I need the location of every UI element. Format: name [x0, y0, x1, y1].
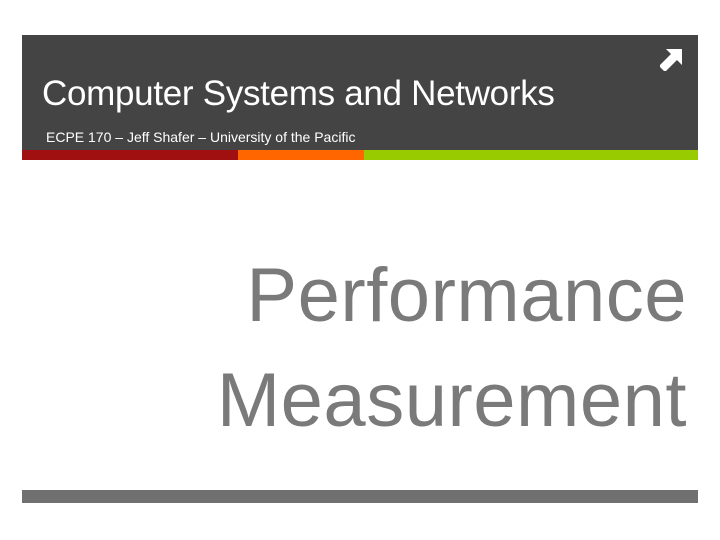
course-subtitle: ECPE 170 – Jeff Shafer – University of t…	[46, 129, 356, 145]
accent-bar	[22, 150, 698, 160]
bottom-bar	[22, 490, 698, 503]
arrow-up-right-icon	[660, 49, 682, 71]
course-title: Computer Systems and Networks	[42, 74, 555, 113]
accent-segment-orange	[238, 150, 364, 160]
slide-title-line-1: Performance	[246, 253, 687, 338]
accent-segment-green	[364, 150, 698, 160]
slide-title: Performance Measurement	[87, 243, 687, 453]
header-band: Computer Systems and Networks ECPE 170 –…	[22, 35, 698, 150]
accent-segment-red	[22, 150, 238, 160]
slide-title-line-2: Measurement	[216, 358, 687, 443]
